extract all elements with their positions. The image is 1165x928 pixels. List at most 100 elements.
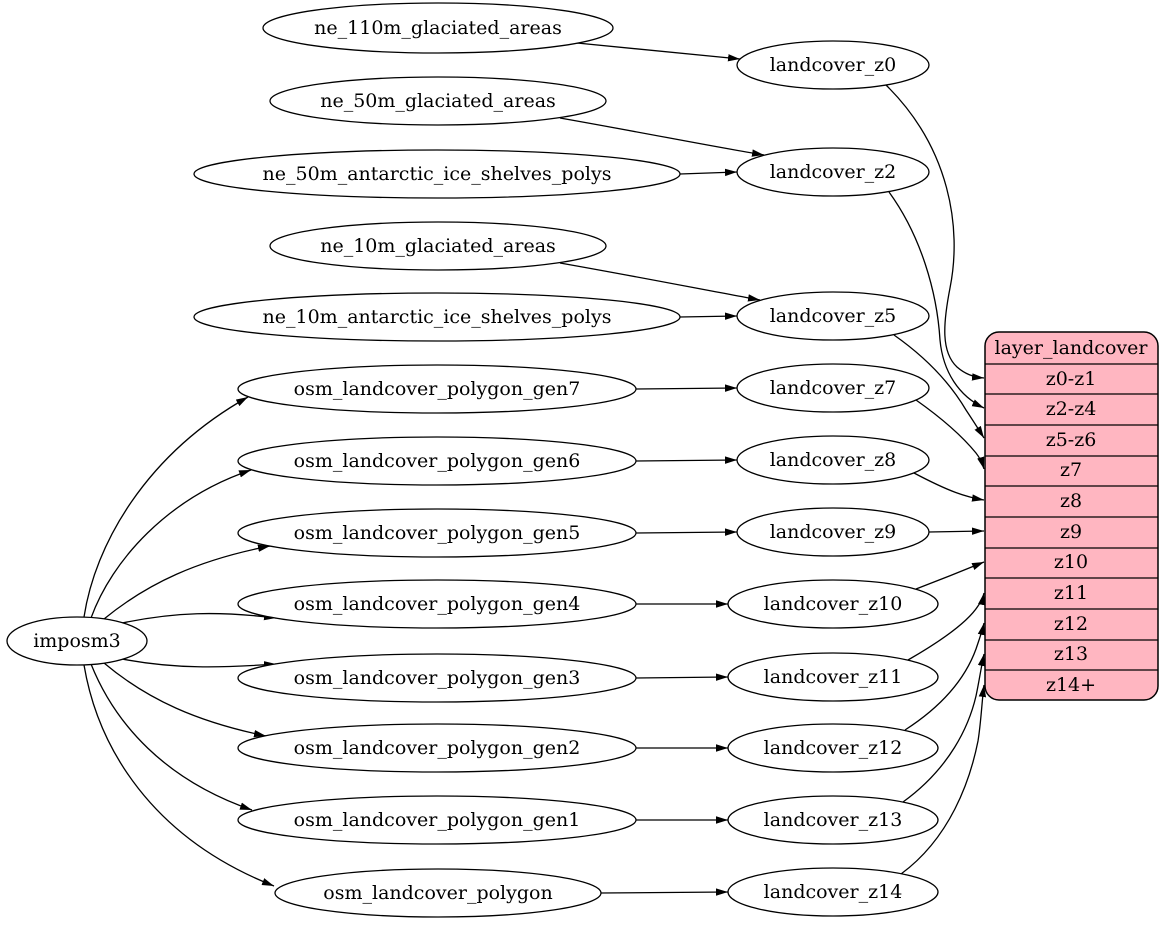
landcover-z10-ellipse bbox=[727, 579, 939, 629]
osm-landcover-polygon-gen6-label: osm_landcover_polygon_gen6 bbox=[294, 450, 581, 472]
osm-landcover-polygon-gen3-label: osm_landcover_polygon_gen3 bbox=[294, 667, 581, 689]
landcover-z0-ellipse bbox=[736, 40, 930, 90]
edge-imposm3-to-gen5 bbox=[103, 544, 271, 620]
landcover-z5-label: landcover_z5 bbox=[770, 305, 897, 327]
edge-ne50m-antarctic-to-z2 bbox=[679, 168, 738, 177]
ne-10m-antarctic-ice-shelves-polys-ellipse bbox=[193, 292, 681, 342]
edge-z12-to-row-z12 bbox=[904, 622, 986, 731]
edge-imposm3-to-gen1 bbox=[90, 663, 253, 811]
landcover-z9-ellipse bbox=[736, 507, 930, 557]
edge-z2-to-row-z2-z4 bbox=[888, 191, 985, 409]
ne-10m-glaciated-areas-label: ne_10m_glaciated_areas bbox=[320, 235, 556, 257]
osm-landcover-polygon-gen7-ellipse bbox=[237, 364, 637, 414]
landcover-z8-ellipse bbox=[736, 435, 930, 485]
edge-imposm3-to-polygon bbox=[83, 664, 275, 887]
osm-landcover-polygon-gen2-ellipse bbox=[237, 723, 637, 773]
record-row-z0-z1: z0-z1 bbox=[1046, 368, 1097, 390]
landcover-z13-ellipse bbox=[727, 795, 939, 845]
layer-landcover-title: layer_landcover bbox=[995, 337, 1149, 359]
node-ne-50m-antarctic-ice-shelves-polys: ne_50m_antarctic_ice_shelves_polys bbox=[193, 149, 681, 199]
record-row-z13: z13 bbox=[1054, 643, 1088, 665]
edge-gen7-to-z7 bbox=[635, 384, 738, 392]
edge-ne50m-glaciated-to-z2 bbox=[559, 117, 765, 157]
osm-landcover-polygon-gen7-label: osm_landcover_polygon_gen7 bbox=[294, 378, 581, 400]
node-landcover-z13: landcover_z13 bbox=[727, 795, 939, 845]
edge-imposm3-to-gen2 bbox=[103, 662, 267, 738]
record-row-z14plus: z14+ bbox=[1046, 674, 1096, 696]
node-layer-landcover: layer_landcover z0-z1 z2-z4 z5-z6 z7 z8 … bbox=[984, 331, 1159, 701]
edge-ne10m-antarctic-to-z5 bbox=[679, 312, 738, 320]
node-landcover-z11: landcover_z11 bbox=[727, 652, 939, 702]
landcover-z7-label: landcover_z7 bbox=[770, 377, 897, 399]
osm-landcover-polygon-gen6-ellipse bbox=[237, 436, 637, 486]
edge-polygon-to-z14 bbox=[600, 888, 729, 896]
node-osm-landcover-polygon-gen2: osm_landcover_polygon_gen2 bbox=[237, 723, 637, 773]
edge-imposm3-to-gen4 bbox=[121, 612, 277, 624]
landcover-z11-label: landcover_z11 bbox=[764, 666, 903, 688]
landcover-z14-label: landcover_z14 bbox=[764, 881, 903, 903]
landcover-z12-ellipse bbox=[727, 723, 939, 773]
osm-landcover-polygon-gen4-ellipse bbox=[237, 579, 637, 629]
edge-gen5-to-z9 bbox=[635, 528, 738, 536]
ne-50m-glaciated-areas-ellipse bbox=[269, 76, 607, 126]
record-row-z10: z10 bbox=[1054, 551, 1088, 573]
ne-10m-glaciated-areas-ellipse bbox=[269, 221, 607, 271]
node-osm-landcover-polygon-gen6: osm_landcover_polygon_gen6 bbox=[237, 436, 637, 486]
landcover-z11-ellipse bbox=[727, 652, 939, 702]
node-ne-10m-glaciated-areas: ne_10m_glaciated_areas bbox=[269, 221, 607, 271]
node-landcover-z9: landcover_z9 bbox=[736, 507, 930, 557]
node-ne-110m-glaciated-areas: ne_110m_glaciated_areas bbox=[262, 2, 614, 54]
landcover-z2-label: landcover_z2 bbox=[770, 161, 897, 183]
edge-z14-to-row-z14plus bbox=[900, 684, 987, 875]
node-osm-landcover-polygon-gen4: osm_landcover_polygon_gen4 bbox=[237, 579, 637, 629]
edge-ne110m-glaciated-to-z0 bbox=[576, 42, 741, 62]
ne-50m-antarctic-ice-shelves-polys-ellipse bbox=[193, 149, 681, 199]
landcover-z10-label: landcover_z10 bbox=[764, 593, 903, 615]
landcover-z5-ellipse bbox=[736, 291, 930, 341]
edge-z8-to-row-z8 bbox=[913, 472, 985, 502]
edge-z10-to-row-z10 bbox=[915, 561, 985, 590]
edge-imposm3-to-gen6 bbox=[90, 469, 252, 619]
edge-z5-to-row-z5-z6 bbox=[893, 334, 985, 439]
layer-landcover-box bbox=[984, 331, 1159, 701]
landcover-z13-label: landcover_z13 bbox=[764, 809, 903, 831]
edge-imposm3-to-gen3 bbox=[121, 658, 277, 669]
node-osm-landcover-polygon-gen5: osm_landcover_polygon_gen5 bbox=[237, 508, 637, 558]
record-row-z9: z9 bbox=[1060, 521, 1082, 543]
node-ne-10m-antarctic-ice-shelves-polys: ne_10m_antarctic_ice_shelves_polys bbox=[193, 292, 681, 342]
node-landcover-z5: landcover_z5 bbox=[736, 291, 930, 341]
node-osm-landcover-polygon-gen1: osm_landcover_polygon_gen1 bbox=[237, 795, 637, 845]
landcover-z12-label: landcover_z12 bbox=[764, 737, 903, 759]
landcover-z2-ellipse bbox=[736, 147, 930, 197]
osm-landcover-polygon-gen1-ellipse bbox=[237, 795, 637, 845]
landcover-z8-label: landcover_z8 bbox=[770, 449, 897, 471]
ne-110m-glaciated-areas-ellipse bbox=[262, 2, 614, 54]
landcover-z14-ellipse bbox=[727, 867, 939, 917]
osm-landcover-polygon-gen3-ellipse bbox=[237, 653, 637, 703]
record-row-z2-z4: z2-z4 bbox=[1046, 398, 1097, 420]
node-landcover-z14: landcover_z14 bbox=[727, 867, 939, 917]
edge-z7-to-row-z7 bbox=[915, 399, 985, 470]
node-osm-landcover-polygon-gen7: osm_landcover_polygon_gen7 bbox=[237, 364, 637, 414]
landcover-z0-label: landcover_z0 bbox=[770, 54, 897, 76]
node-osm-landcover-polygon-gen3: osm_landcover_polygon_gen3 bbox=[237, 653, 637, 703]
node-landcover-z0: landcover_z0 bbox=[736, 40, 930, 90]
node-landcover-z12: landcover_z12 bbox=[727, 723, 939, 773]
landcover-z7-ellipse bbox=[736, 363, 930, 413]
imposm3-ellipse bbox=[6, 616, 148, 666]
record-row-z12: z12 bbox=[1054, 613, 1088, 635]
edge-gen6-to-z8 bbox=[635, 456, 738, 464]
node-landcover-z7: landcover_z7 bbox=[736, 363, 930, 413]
record-row-z11: z11 bbox=[1054, 582, 1088, 604]
node-landcover-z2: landcover_z2 bbox=[736, 147, 930, 197]
edge-z9-to-row-z9 bbox=[928, 527, 985, 535]
node-landcover-z10: landcover_z10 bbox=[727, 579, 939, 629]
ne-110m-glaciated-areas-label: ne_110m_glaciated_areas bbox=[314, 17, 562, 39]
imposm3-label: imposm3 bbox=[33, 630, 121, 652]
osm-landcover-polygon-gen2-label: osm_landcover_polygon_gen2 bbox=[294, 737, 581, 759]
landcover-z9-label: landcover_z9 bbox=[770, 521, 897, 543]
edge-gen3-to-z11 bbox=[635, 673, 729, 681]
osm-landcover-polygon-label: osm_landcover_polygon bbox=[323, 882, 552, 904]
node-osm-landcover-polygon: osm_landcover_polygon bbox=[274, 868, 602, 918]
node-landcover-z8: landcover_z8 bbox=[736, 435, 930, 485]
